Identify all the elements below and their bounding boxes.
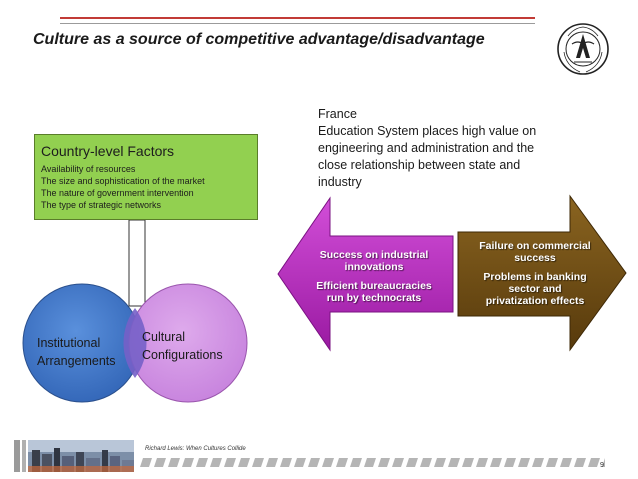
country-factors-heading: Country-level Factors (41, 143, 175, 159)
footer-cityscape-image (14, 440, 134, 472)
slide-title: Culture as a source of competitive advan… (33, 31, 485, 48)
right-arrow-shape (457, 194, 627, 352)
factor-item: The type of strategic networks (41, 200, 162, 210)
factor-item: Availability of resources (41, 164, 136, 174)
zhejiang-university-seal-icon (557, 23, 609, 75)
country-factors-box: Country-level Factors Availability of re… (34, 134, 258, 220)
left-arrow-text-2: Efficient bureaucracies run by technocra… (316, 280, 432, 304)
factor-item: The nature of government intervention (41, 188, 194, 198)
institutional-label: Institutional Arrangements (37, 336, 116, 368)
left-arrow-text-1: Success on industrial innovations (319, 249, 429, 273)
title-rule-gray (60, 23, 535, 24)
venn-overlap (123, 308, 147, 378)
factor-item: The size and sophistication of the marke… (41, 176, 205, 186)
footer-caption: Richard Lewis: When Cultures Collide (145, 446, 246, 452)
page-number: 9 (600, 462, 604, 469)
left-arrow-shape (277, 196, 454, 352)
right-arrow-text-2: Problems in banking sector and privatiza… (483, 271, 587, 307)
france-description: France Education System places high valu… (318, 107, 537, 189)
cultural-label: Cultural Configurations (142, 330, 223, 362)
footer-stripes (140, 458, 605, 467)
title-rule-red (60, 17, 535, 19)
right-arrow-text-1: Failure on commercial success (479, 240, 591, 264)
